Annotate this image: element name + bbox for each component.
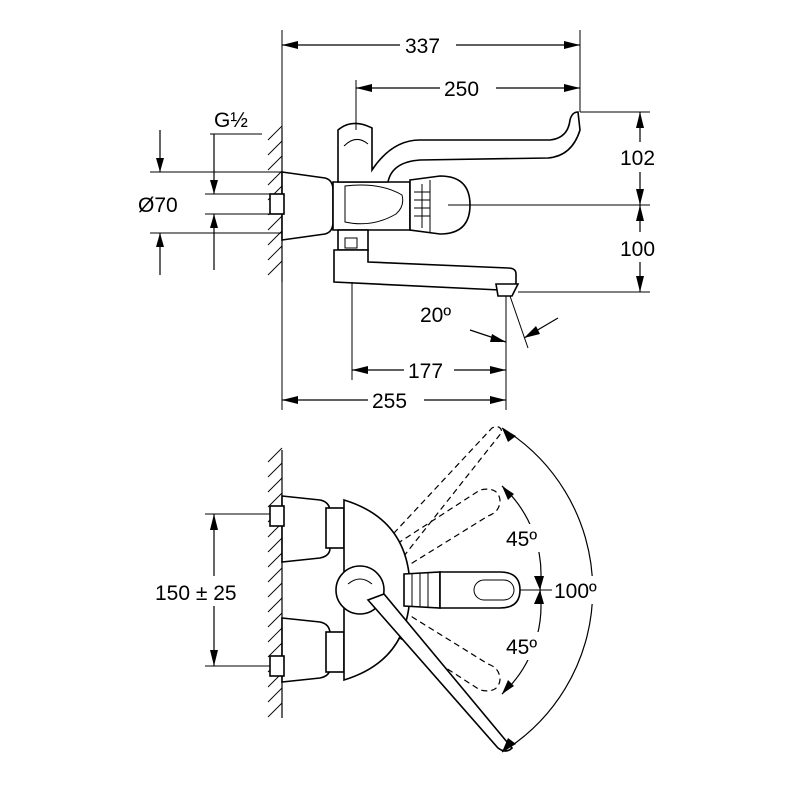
dim-overall-depth: 337 (282, 30, 580, 60)
side-view: 337 250 G½ Ø70 (138, 30, 666, 414)
dim-lever-swing-label: 100º (554, 580, 597, 603)
mixer-top (269, 495, 521, 752)
dim-spout-angle: 20º (420, 295, 559, 349)
dim-spout-projection: 255 (282, 386, 506, 414)
dim-swivel-angles: 45º 45º 100º (501, 427, 612, 753)
dim-swivel-lower-label: 45º (506, 636, 537, 659)
dim-spout-reach: 177 (352, 356, 506, 384)
top-view: 150 ± 25 45º 45º 100º (152, 426, 612, 753)
dim-lever-reach: 250 (356, 74, 580, 104)
dim-diameter-label: Ø70 (138, 194, 178, 217)
dim-swivel-upper-label: 45º (506, 528, 537, 551)
dim-spout-angle-label: 20º (420, 304, 451, 327)
mixer-side (269, 111, 581, 297)
dim-diameter: Ø70 (138, 130, 178, 275)
dim-center-distance: 150 ± 25 (152, 513, 270, 667)
dim-heights: 102 100 (618, 112, 666, 292)
dim-top-height-label: 102 (620, 147, 655, 170)
dim-lever-reach-label: 250 (444, 78, 479, 101)
wall-top (267, 447, 283, 718)
dim-spout-reach-label: 177 (408, 360, 443, 383)
dim-thread-label: G½ (214, 109, 248, 132)
dim-spout-projection-label: 255 (372, 390, 407, 413)
dim-center-distance-label: 150 ± 25 (155, 582, 237, 605)
dim-thread: G½ (210, 109, 262, 270)
swivel-positions (371, 426, 503, 692)
dim-bottom-height-label: 100 (620, 238, 655, 261)
dim-overall-depth-label: 337 (405, 35, 440, 58)
